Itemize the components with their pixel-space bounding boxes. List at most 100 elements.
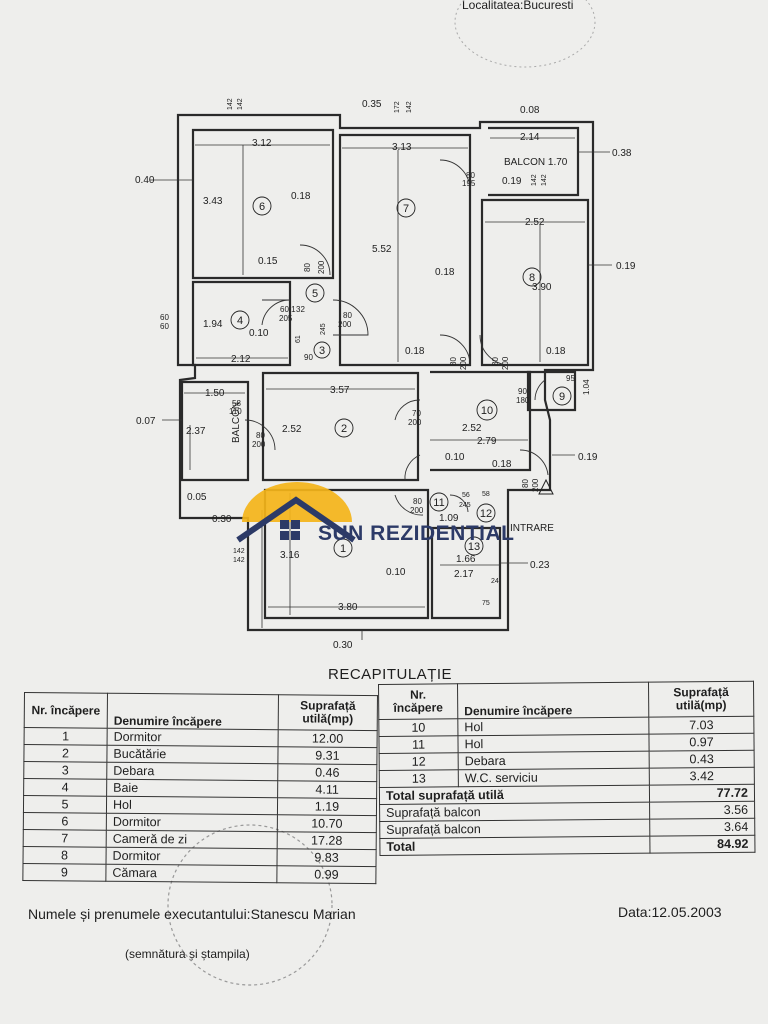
row-name: Bucătărie (106, 745, 279, 764)
svg-text:90: 90 (518, 387, 527, 396)
col-name-right: Denumire încăpere (457, 682, 649, 719)
stamp-text: Localitatea:Bucuresti (462, 0, 574, 12)
svg-text:1.94: 1.94 (203, 319, 223, 330)
svg-text:80: 80 (256, 431, 265, 440)
room-no-9: 9 (559, 391, 565, 403)
svg-text:0.08: 0.08 (520, 105, 540, 116)
room2-wall (261, 371, 420, 482)
door-swings (244, 159, 549, 516)
room-markers (230, 196, 572, 558)
room-6-marker (252, 196, 272, 216)
total-value: 3.64 (649, 818, 755, 837)
svg-text:142: 142 (237, 98, 244, 110)
svg-text:0.19: 0.19 (502, 176, 522, 187)
room-13-marker (464, 536, 484, 556)
room-11-marker (429, 492, 449, 512)
room-no-8: 8 (529, 272, 535, 284)
svg-text:80: 80 (491, 357, 500, 366)
svg-text:0.18: 0.18 (291, 191, 311, 202)
svg-text:0.10: 0.10 (249, 328, 269, 339)
row-name: Dormitor (106, 847, 278, 866)
executor-line: Numele și prenumele executantului:Stanes… (28, 906, 356, 922)
svg-text:200: 200 (459, 356, 468, 370)
svg-text:1.04: 1.04 (582, 379, 591, 395)
row-area: 3.42 (649, 767, 755, 786)
row-area: 7.03 (648, 716, 754, 735)
recap-table-left: Nr. încăpere Denumire încăpere Suprafață… (22, 692, 378, 884)
signature-caption: (semnătura și ștampila) (125, 947, 250, 961)
room7-wall (338, 133, 472, 367)
svg-text:0.23: 0.23 (530, 560, 550, 571)
row-nr: 7 (23, 829, 107, 848)
room-5-marker (305, 283, 325, 303)
room-no-12: 12 (480, 508, 492, 520)
svg-text:1.66: 1.66 (456, 554, 476, 565)
room-no-10: 10 (481, 405, 493, 417)
total-value: 3.56 (649, 801, 755, 820)
row-name: Baie (106, 779, 278, 798)
outer-wall (176, 113, 595, 632)
svg-text:245: 245 (459, 502, 471, 509)
svg-text:2.52: 2.52 (525, 217, 545, 228)
col-nr-right: Nr. încăpere (378, 683, 458, 720)
row-name: Debara (458, 751, 650, 770)
window-icon (280, 520, 289, 529)
svg-text:60: 60 (160, 313, 169, 322)
room-no-5: 5 (312, 288, 318, 300)
svg-text:0.10: 0.10 (386, 567, 406, 578)
row-nr: 6 (23, 812, 107, 831)
row-name: Hol (457, 717, 649, 736)
room-1-marker (333, 538, 353, 558)
svg-text:142: 142 (406, 101, 413, 113)
row-name: Hol (457, 734, 650, 753)
svg-text:60: 60 (160, 322, 169, 331)
row-area: 12.00 (278, 729, 378, 748)
svg-text:142: 142 (233, 548, 245, 555)
room-no-1: 1 (340, 543, 346, 555)
row-area: 0.46 (277, 763, 377, 782)
svg-text:32: 32 (296, 305, 305, 314)
svg-text:3.57: 3.57 (330, 385, 350, 396)
total-label: Total (379, 836, 650, 856)
dimension-labels: 142 142 0.35 172 142 0.08 3.12 3.13 2.14… (135, 98, 636, 651)
room-numbers: 1 2 3 4 5 6 7 8 9 10 11 12 13 (237, 201, 565, 555)
date-line: Data:12.05.2003 (618, 904, 722, 920)
room-3-marker (313, 341, 331, 359)
row-nr: 12 (379, 752, 459, 771)
room-no-3: 3 (319, 345, 325, 357)
room-7-marker (396, 198, 416, 218)
svg-text:142: 142 (227, 98, 234, 110)
row-nr: 11 (378, 735, 459, 754)
logo-text: SUN REZIDENTIAL (318, 522, 515, 545)
svg-text:0.10: 0.10 (445, 452, 465, 463)
row-nr: 9 (22, 863, 107, 882)
svg-text:60.1: 60.1 (280, 305, 296, 314)
svg-text:0.19: 0.19 (616, 261, 636, 272)
row-nr: 3 (23, 761, 107, 780)
house-roof-icon (236, 496, 356, 543)
svg-text:0.07: 0.07 (136, 416, 156, 427)
svg-text:75: 75 (482, 600, 490, 607)
svg-text:80: 80 (521, 479, 530, 488)
svg-text:200: 200 (501, 356, 510, 370)
svg-text:205: 205 (279, 314, 293, 323)
svg-text:172: 172 (394, 101, 401, 113)
svg-text:3.12: 3.12 (252, 138, 272, 149)
svg-text:3.80: 3.80 (338, 602, 358, 613)
svg-text:2.52: 2.52 (462, 423, 482, 434)
room-no-6: 6 (259, 201, 265, 213)
svg-text:2.79: 2.79 (477, 436, 497, 447)
svg-text:80: 80 (343, 311, 352, 320)
room-no-13: 13 (468, 541, 480, 553)
svg-text:200: 200 (408, 418, 422, 427)
room-no-2: 2 (341, 423, 347, 435)
svg-text:5.52: 5.52 (372, 244, 392, 255)
svg-text:200: 200 (317, 260, 326, 274)
svg-text:200: 200 (338, 320, 352, 329)
balcony-top-wall (488, 126, 580, 197)
row-name: Cameră de zi (106, 830, 278, 849)
room-12-marker (476, 503, 496, 523)
svg-text:0.05: 0.05 (187, 492, 207, 503)
